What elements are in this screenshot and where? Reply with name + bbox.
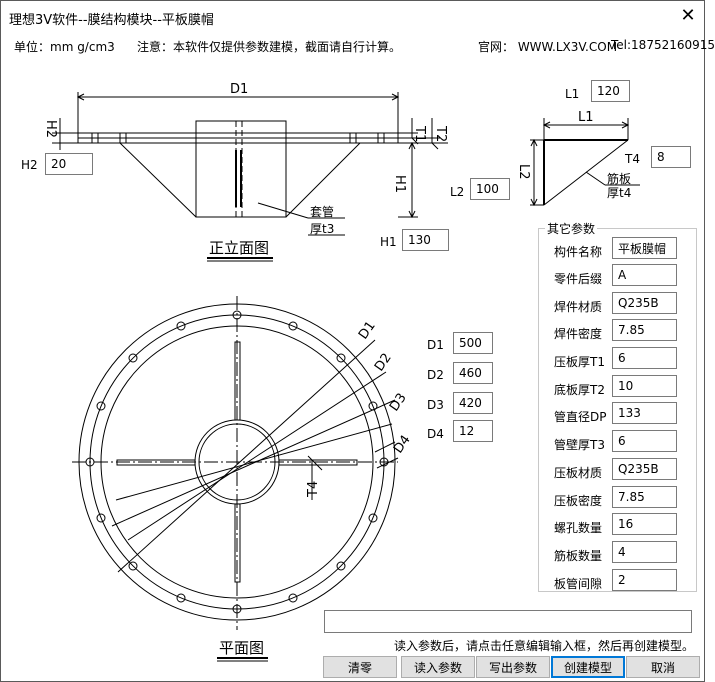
d4-label: D4 (427, 427, 444, 441)
param-label-weld-density: 焊件密度 (554, 327, 603, 341)
param-label-suffix: 零件后缀 (554, 272, 603, 286)
l2-input[interactable] (470, 178, 510, 200)
label-rib-thickness: 厚t4 (607, 186, 631, 200)
t4-input[interactable] (651, 146, 691, 168)
param-label-name: 构件名称 (554, 245, 603, 259)
param-input-plate-density[interactable] (612, 486, 677, 508)
param-label-plate-density: 压板密度 (554, 494, 603, 508)
label-t1: T1 (412, 125, 427, 142)
param-label-plate-material: 压板材质 (554, 466, 603, 480)
front-view-title: 正立面图 (209, 239, 269, 257)
param-label-t1: 压板厚T1 (554, 355, 605, 369)
param-input-dp[interactable] (612, 402, 677, 424)
param-input-gap[interactable] (612, 569, 677, 591)
d2-input[interactable] (453, 362, 493, 384)
param-input-t3[interactable] (612, 430, 677, 452)
other-params-group (538, 228, 697, 592)
h1-label: H1 (380, 235, 397, 249)
units-text: 单位：mm g/cm3 (14, 40, 115, 54)
d3-label: D3 (427, 398, 444, 412)
d4-input[interactable] (453, 420, 493, 442)
param-input-t1[interactable] (612, 347, 677, 369)
param-label-t3: 管壁厚T3 (554, 438, 605, 452)
note-text: 注意：本软件仅提供参数建模，截面请自行计算。 (137, 40, 402, 54)
label-l2-drawing: L2 (516, 164, 531, 180)
message-field[interactable] (324, 610, 692, 633)
param-label-dp: 管直径DP (554, 410, 607, 424)
label-h1-drawing: H1 (392, 175, 407, 193)
title-bar: 理想3V软件--膜结构模块--平板膜帽 ✕ (1, 1, 704, 31)
param-input-suffix[interactable] (612, 264, 677, 286)
label-plan-t4: T4 (306, 481, 321, 498)
label-plan-d3: D3 (387, 391, 410, 415)
hint-text: 读入参数后，请点击任意编辑输入框，然后再创建模型。 (394, 639, 695, 653)
param-input-rib-count[interactable] (612, 541, 677, 563)
param-input-t2[interactable] (612, 375, 677, 397)
param-label-weld-material: 焊件材质 (554, 300, 603, 314)
param-input-plate-material[interactable] (612, 458, 677, 480)
write-params-button[interactable]: 写出参数 (476, 656, 550, 678)
label-t2: T2 (433, 125, 448, 142)
label-l1-drawing: L1 (578, 110, 594, 125)
close-icon[interactable]: ✕ (680, 5, 696, 26)
plan-view-title: 平面图 (219, 639, 264, 657)
sleeve-outline (195, 120, 287, 218)
l1-input[interactable] (591, 80, 630, 102)
tel-text: Tel:18752160915 (611, 38, 715, 52)
label-rib: 筋板 (607, 171, 631, 186)
label-h2-drawing: H2 (43, 120, 58, 138)
label-sleeve-thickness: 厚t3 (310, 222, 334, 236)
label-plan-d2: D2 (372, 351, 395, 375)
param-label-t2: 底板厚T2 (554, 383, 605, 397)
h2-input[interactable] (45, 153, 93, 175)
label-d1: D1 (230, 82, 248, 97)
param-label-rib-count: 筋板数量 (554, 549, 603, 563)
param-label-gap: 板管间隙 (554, 577, 603, 591)
cancel-button[interactable]: 取消 (626, 656, 700, 678)
label-plan-d1: D1 (356, 319, 379, 343)
param-input-weld-material[interactable] (612, 292, 677, 314)
label-sleeve: 套管 (310, 204, 334, 219)
h1-input[interactable] (402, 229, 449, 251)
website-text: 官网： WWW.LX3V.COM (478, 40, 618, 54)
l2-label: L2 (450, 185, 465, 199)
t4-label: T4 (625, 152, 640, 166)
other-params-title: 其它参数 (545, 220, 598, 237)
clear-button[interactable]: 清零 (323, 656, 397, 678)
d1-label: D1 (427, 338, 444, 352)
d2-label: D2 (427, 368, 444, 382)
l1-label: L1 (565, 87, 580, 101)
read-params-button[interactable]: 读入参数 (401, 656, 475, 678)
param-input-name[interactable] (612, 237, 677, 259)
window-title: 理想3V软件--膜结构模块--平板膜帽 (9, 13, 214, 28)
param-input-weld-density[interactable] (612, 319, 677, 341)
create-model-button[interactable]: 创建模型 (551, 656, 625, 678)
d1-input[interactable] (453, 332, 493, 354)
param-input-bolt-count[interactable] (612, 513, 677, 535)
param-label-bolt-count: 螺孔数量 (554, 521, 603, 535)
d3-input[interactable] (453, 392, 493, 414)
h2-label: H2 (21, 158, 38, 172)
